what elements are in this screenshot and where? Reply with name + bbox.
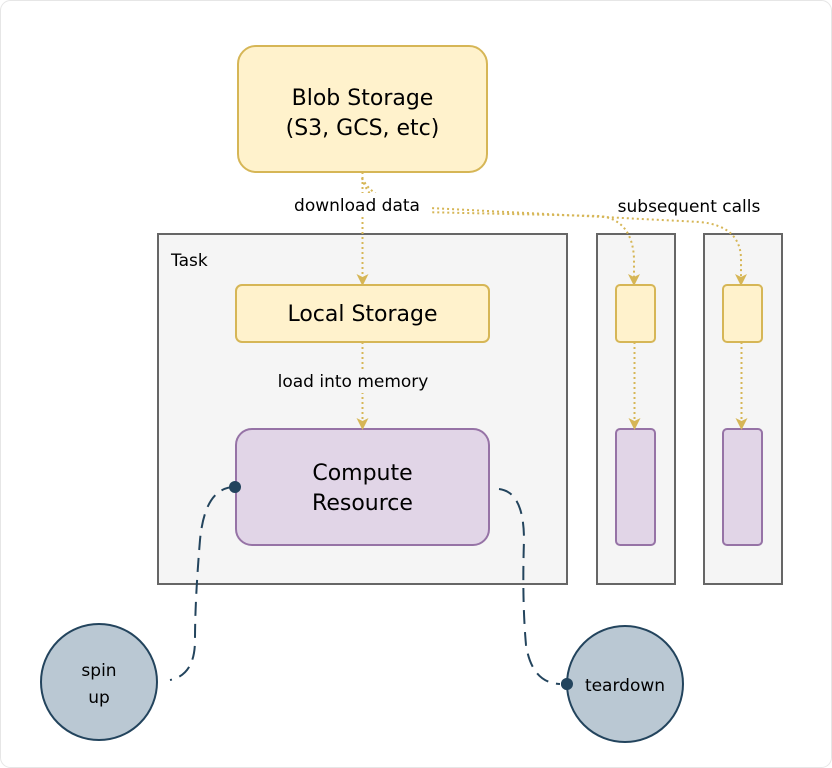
teardown-dot [561, 678, 573, 690]
local-storage-box-2 [615, 284, 656, 343]
spinup-connector [169, 486, 236, 681]
local-storage-label: Local Storage [287, 302, 437, 327]
compute-resource-line2: Resource [312, 491, 413, 516]
task-label: Task [170, 251, 208, 271]
compute-resource-box [235, 428, 490, 546]
spinup-connector-dot [229, 481, 241, 493]
local-storage-box-3 [722, 284, 763, 343]
subsequent-label: subsequent calls [618, 197, 761, 217]
compute-resource-box-2 [615, 428, 656, 546]
spinup-line2: up [88, 688, 110, 708]
load-label-bg [264, 369, 442, 393]
spinup-line1: spin [81, 661, 116, 681]
download-label: download data [294, 196, 420, 216]
load-label: load into memory [278, 372, 429, 392]
compute-resource-box-3 [722, 428, 763, 546]
blob-storage-subtitle: (S3, GCS, etc) [286, 116, 440, 141]
spinup-node [40, 623, 158, 741]
compute-resource-line1: Compute [312, 461, 412, 486]
teardown-connector [498, 488, 561, 685]
teardown-label: teardown [585, 676, 665, 696]
blob-storage-title: Blob Storage [292, 86, 434, 111]
download-label-bg [284, 193, 430, 217]
